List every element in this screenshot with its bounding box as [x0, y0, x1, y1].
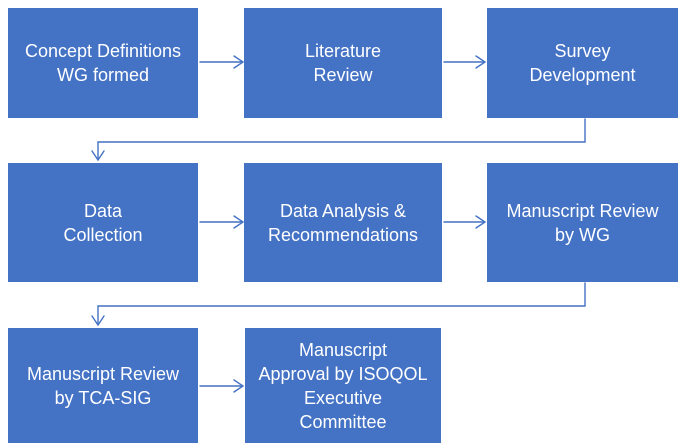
node-manuscript-approval-isoqol: Manuscript Approval by ISOQOL Executive … — [245, 328, 441, 443]
node-label: Data Analysis & Recommendations — [267, 200, 419, 245]
arrow-right-icon — [443, 55, 487, 69]
node-label: Concept Definitions WG formed — [24, 41, 182, 85]
node-label: Literature Review — [304, 41, 382, 85]
elbow-arrow-down-icon — [91, 282, 586, 327]
node-label: Manuscript Approval by ISOQOL Executive … — [258, 339, 428, 432]
node-label: Data Collection — [63, 200, 143, 245]
node-manuscript-review-wg: Manuscript Review by WG — [487, 163, 678, 282]
node-manuscript-review-tca-sig: Manuscript Review by TCA-SIG — [8, 328, 198, 443]
arrow-right-icon — [199, 379, 245, 393]
node-data-collection: Data Collection — [8, 163, 198, 282]
node-label: Manuscript Review by TCA-SIG — [26, 363, 180, 408]
arrow-right-icon — [443, 215, 487, 229]
node-concept-definitions-wg: Concept Definitions WG formed — [8, 8, 198, 118]
arrow-right-icon — [199, 215, 245, 229]
node-data-analysis-recommendations: Data Analysis & Recommendations — [244, 163, 442, 282]
node-label: Manuscript Review by WG — [506, 200, 659, 245]
node-survey-development: Survey Development — [487, 8, 678, 118]
node-literature-review: Literature Review — [244, 8, 442, 118]
elbow-arrow-down-icon — [91, 118, 586, 162]
node-label: Survey Development — [529, 41, 636, 85]
arrow-right-icon — [199, 55, 245, 69]
